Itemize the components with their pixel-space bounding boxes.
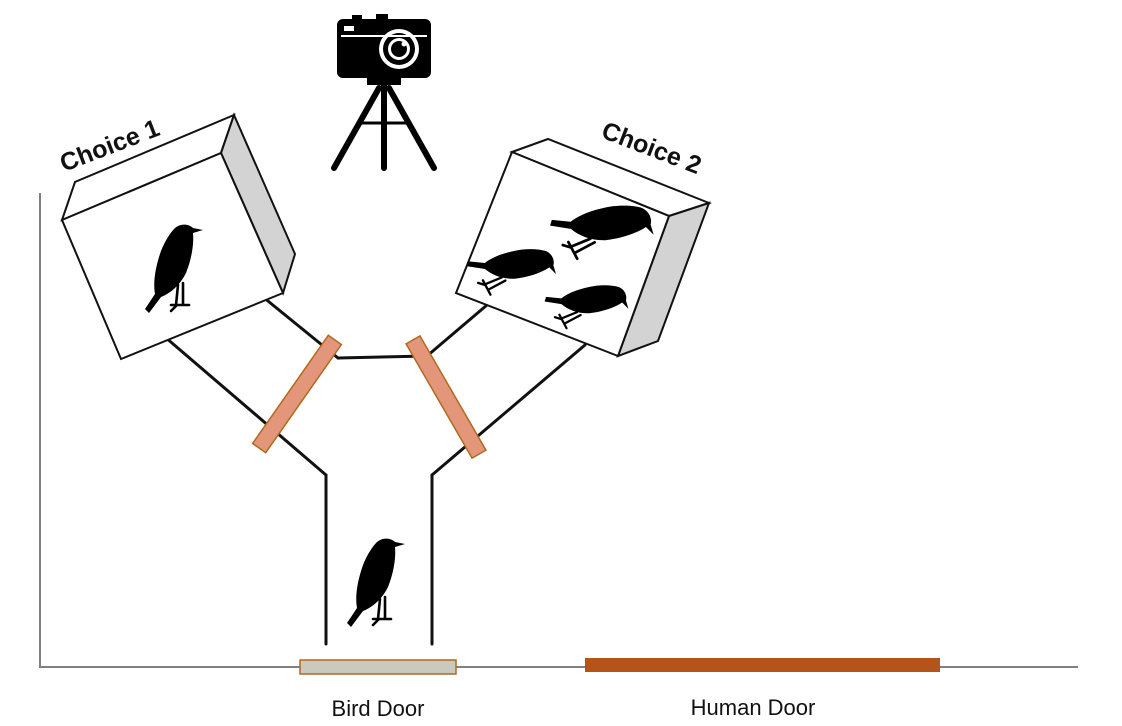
choice-2-door-panel — [405, 334, 487, 460]
bird-door — [299, 659, 457, 675]
choice-1-door-panel — [251, 334, 343, 454]
tunnel-left-branch-lower — [163, 335, 328, 477]
choice-2-box — [454, 137, 712, 358]
human-door — [585, 658, 940, 672]
choice-1-box — [60, 112, 297, 361]
tunnel-right-branch-lower — [430, 343, 587, 477]
camera-icon — [337, 14, 431, 78]
human-door-label: Human Door — [691, 695, 816, 720]
tunnel-crossbar — [336, 354, 429, 360]
tunnel-right-branch-upper — [425, 303, 489, 358]
crow-silhouette-icon — [345, 537, 407, 629]
tripod-icon — [331, 77, 437, 171]
bird-door-label: Bird Door — [332, 696, 425, 721]
